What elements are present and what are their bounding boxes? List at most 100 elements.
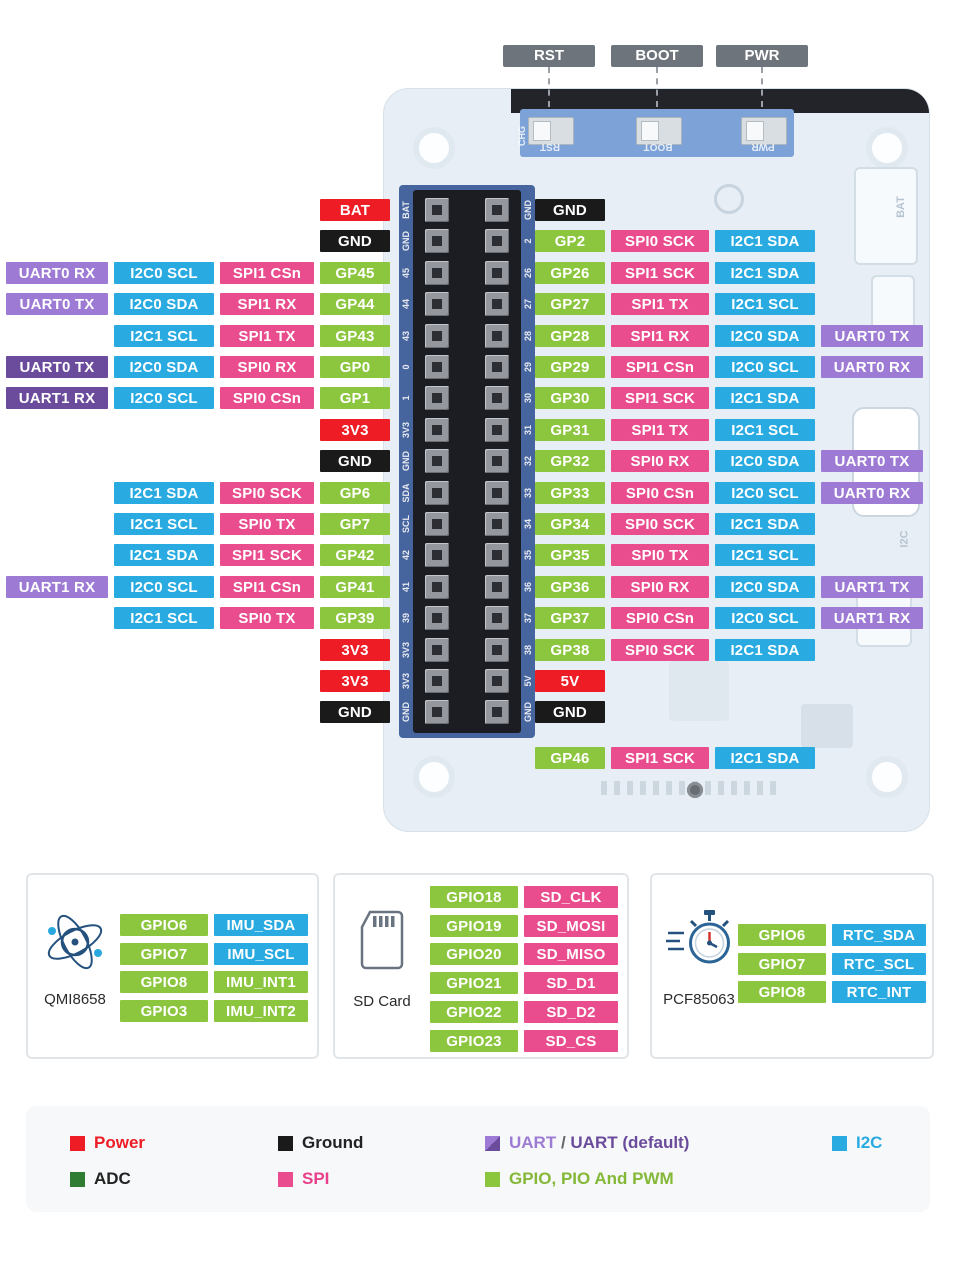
switch-knob [746,121,764,141]
module-gpio-chip: GPIO19 [430,915,518,937]
header-pin [425,324,449,348]
pwr-callout-line [761,67,763,107]
header-pin [425,700,449,724]
function-chip: SPI1 RX [220,293,314,315]
pin-chip: GP37 [535,607,605,629]
header-pin-label: 45 [401,267,411,279]
function-chip: I2C1 SCL [114,325,214,347]
screw [687,782,703,798]
header-pin-label: 5V [523,675,533,687]
function-chip: SPI0 RX [611,576,709,598]
mounting-hole [866,127,908,169]
logo-ring [714,184,744,214]
function-chip: I2C0 SCL [114,262,214,284]
module-gpio-chip: GPIO6 [120,914,208,936]
rst-switch[interactable] [528,117,574,145]
function-chip: I2C1 SDA [715,387,815,409]
module-gpio-chip: GPIO20 [430,943,518,965]
module-signal-chip: SD_CLK [524,886,618,908]
header-pin [485,292,509,316]
header-pin [485,198,509,222]
uart-connector [871,275,915,333]
imu-gyroscope-icon [42,909,108,980]
header-pin [485,386,509,410]
function-chip: UART0 TX [6,293,108,315]
function-chip: SPI0 TX [220,607,314,629]
legend-swatch [832,1136,847,1151]
header-pin-label: 41 [401,581,411,593]
header-pin [425,292,449,316]
rst-button-label: RST [503,45,595,67]
header-pin [425,481,449,505]
header-pin-label: 35 [523,549,533,561]
header-pin-label: 26 [523,267,533,279]
header-pin [425,198,449,222]
legend-label: Power [94,1133,146,1152]
function-chip: SPI1 TX [611,419,709,441]
function-chip: I2C1 SCL [715,544,815,566]
pin-chip: 3V3 [320,639,390,661]
legend-swatch [485,1136,500,1151]
function-chip: SPI0 SCK [611,639,709,661]
legend-swatch [278,1172,293,1187]
header-pin [485,261,509,285]
boot-switch[interactable] [636,117,682,145]
function-chip: UART0 RX [821,482,923,504]
module-signal-chip: RTC_INT [832,981,926,1003]
function-chip: UART0 TX [821,450,923,472]
header-pin-label: 44 [401,298,411,310]
function-chip: UART0 RX [6,262,108,284]
header-pin-label: 36 [523,581,533,593]
pin-chip: GP42 [320,544,390,566]
header-pin [425,229,449,253]
pin-chip: GP33 [535,482,605,504]
boot-silkscreen: BOOT [643,141,673,152]
function-chip: I2C1 SCL [114,513,214,535]
header-pin-label: GND [401,702,411,722]
function-chip: I2C0 SCL [715,356,815,378]
switch-knob [641,121,659,141]
header-pin-label: 43 [401,330,411,342]
function-chip: UART1 RX [6,576,108,598]
legend-label: SPI [302,1169,330,1188]
function-chip: I2C1 SCL [715,293,815,315]
header-pin [425,355,449,379]
header-pin-label: GND [401,231,411,251]
header-pin-label: 31 [523,424,533,436]
header-pin-label: 42 [401,549,411,561]
pin-chip: GP6 [320,482,390,504]
header-pin [485,638,509,662]
header-pin [485,324,509,348]
pin-chip: GND [320,701,390,723]
header-pin-label: GND [523,702,533,722]
pin-chip: GP27 [535,293,605,315]
pin-chip: GP43 [320,325,390,347]
module-signal-chip: IMU_INT2 [214,1000,308,1022]
pin-chip: 5V [535,670,605,692]
ic-chip [801,704,853,748]
pin-chip: GND [320,450,390,472]
header-pin [425,669,449,693]
header-pin-label: 27 [523,298,533,310]
header-pin-label: 2 [523,238,533,244]
function-chip: SPI0 CSn [611,482,709,504]
pwr-button-label: PWR [716,45,808,67]
boot-button-label: BOOT [611,45,703,67]
pin-chip: GP46 [535,747,605,769]
function-chip: SPI0 TX [611,544,709,566]
header-pin [485,669,509,693]
legend-label: I2C [856,1133,883,1152]
header-pin [485,355,509,379]
function-chip: I2C1 SDA [114,482,214,504]
pin-chip: GP35 [535,544,605,566]
header-pin-label: SDA [401,483,411,503]
legend-swatch [278,1136,293,1151]
pwr-switch[interactable] [741,117,787,145]
function-chip: SPI0 CSn [220,387,314,409]
module-gpio-chip: GPIO8 [738,981,826,1003]
pin-chip: GP30 [535,387,605,409]
header-pin [425,575,449,599]
battery-connector [854,167,918,265]
pin-chip: GP32 [535,450,605,472]
header-pin [425,261,449,285]
